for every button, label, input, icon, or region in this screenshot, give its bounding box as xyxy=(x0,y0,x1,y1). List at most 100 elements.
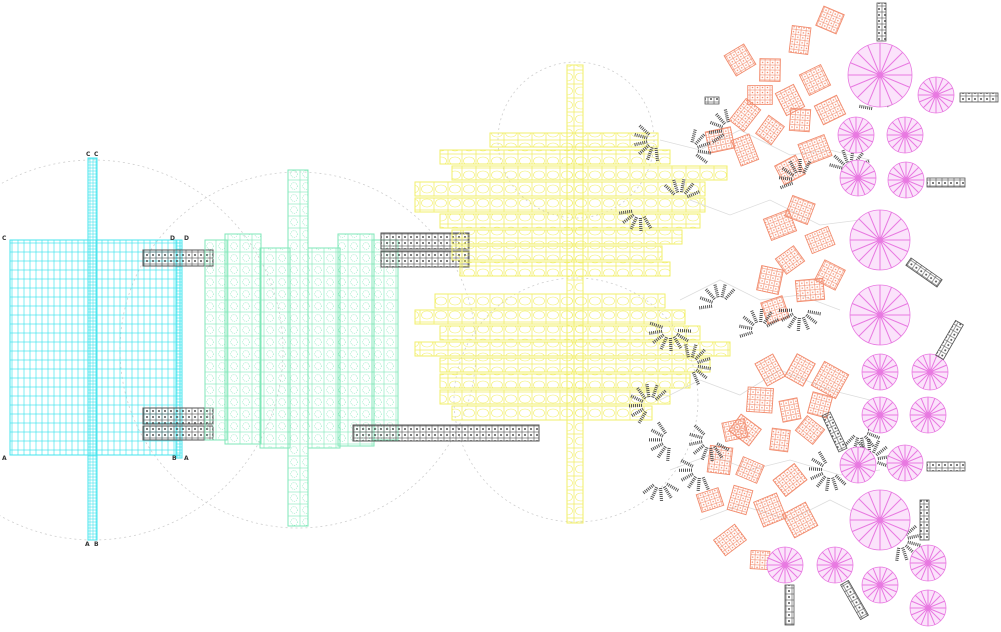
magenta-flower-spoke xyxy=(927,398,936,416)
magenta-flower-spoke xyxy=(914,401,929,416)
gray-fan-blade xyxy=(809,471,824,481)
gray-fan-blade xyxy=(692,443,705,456)
gray-fan-blade xyxy=(714,112,726,125)
gray-fan-blade xyxy=(637,410,648,425)
magenta-flower-spoke xyxy=(897,462,906,480)
yellow-row xyxy=(414,309,686,325)
gray-fan-blade xyxy=(697,149,712,155)
magenta-flower-spoke xyxy=(914,414,929,429)
magenta-flower-center xyxy=(925,605,931,611)
gray-fan-blade xyxy=(895,547,901,562)
magenta-flower-spoke xyxy=(842,134,857,149)
magenta-flower-center xyxy=(877,582,883,588)
magenta-flower-spoke xyxy=(872,371,881,389)
salmon-tile xyxy=(769,427,791,453)
yellow-row xyxy=(451,245,663,261)
magenta-flower-spoke xyxy=(929,355,938,373)
gray-ladder xyxy=(926,177,966,188)
label-a-mid: A xyxy=(184,455,189,462)
gray-ladders xyxy=(704,2,999,626)
gray-fan xyxy=(707,108,730,144)
gray-fan xyxy=(647,420,671,463)
gray-fan-blade xyxy=(810,457,824,468)
magenta-flower-spoke xyxy=(927,562,942,577)
salmon-tile xyxy=(778,397,802,423)
magenta-flower-spoke xyxy=(857,177,872,192)
gray-fan-blade xyxy=(618,209,633,215)
mint-section xyxy=(307,247,341,449)
magenta-flower-spoke xyxy=(879,414,888,432)
magenta-flower-spoke xyxy=(868,287,881,316)
gray-fan xyxy=(618,209,653,233)
magenta-flower-center xyxy=(877,369,883,375)
salmon-tile xyxy=(788,107,812,133)
magenta-flower-spoke xyxy=(848,118,857,136)
magenta-flower-spoke xyxy=(879,508,908,521)
magenta-flower-spoke xyxy=(879,355,888,373)
magenta-flower-spoke xyxy=(891,449,906,464)
mint-spine xyxy=(287,169,309,527)
magenta-flower-spoke xyxy=(879,371,894,386)
magenta-flower-spoke xyxy=(879,519,892,548)
gray-fan-blade xyxy=(654,147,660,163)
magenta-flower-spoke xyxy=(866,358,881,373)
gray-fan-blade xyxy=(707,129,723,135)
magenta-flower-spoke xyxy=(914,594,929,609)
label-d-top: D xyxy=(170,235,175,242)
magenta-flower-spoke xyxy=(850,464,859,482)
magenta-flower xyxy=(839,446,877,484)
gray-fan-blade xyxy=(866,431,881,440)
gray-fan-blade xyxy=(697,356,712,365)
gray-fan-blade xyxy=(627,403,643,408)
salmon-cluster xyxy=(695,5,850,571)
gray-fan-blade xyxy=(696,477,701,493)
magenta-flower xyxy=(909,544,947,582)
magenta-flower-spoke xyxy=(904,118,913,136)
magenta-flower xyxy=(887,161,925,199)
magenta-flower-spoke xyxy=(852,228,881,241)
magenta-flower-spoke xyxy=(898,163,907,181)
salmon-tile xyxy=(721,417,749,443)
gray-fan-blade xyxy=(656,420,667,435)
magenta-flower-spoke xyxy=(879,62,910,76)
magenta-flower-spoke xyxy=(929,371,944,386)
salmon-tile xyxy=(735,456,765,484)
magenta-flower-center xyxy=(877,312,883,318)
magenta-flower-spoke xyxy=(928,78,937,96)
gray-fan xyxy=(633,123,660,163)
magenta-flower-spoke xyxy=(920,414,929,432)
gray-ladder xyxy=(704,96,720,105)
magenta-flower-spoke xyxy=(904,462,913,480)
gray-fan-blade xyxy=(749,309,759,324)
gray-fan-blade xyxy=(796,317,801,333)
magenta-flower-spoke xyxy=(852,239,881,252)
magenta-flower-spoke xyxy=(866,571,881,586)
salmon-tile xyxy=(814,259,846,291)
yellow-row xyxy=(414,197,706,213)
gray-fan-blade xyxy=(849,148,855,163)
magenta-flower-spoke xyxy=(855,121,870,136)
magenta-flower xyxy=(766,546,804,584)
gray-fan-blade xyxy=(875,445,889,457)
gray-fan-blade xyxy=(698,295,714,304)
gray-fan-blade xyxy=(786,315,798,330)
magenta-flower-spoke xyxy=(821,564,836,579)
gray-ladder xyxy=(840,579,869,621)
magenta-flower-spoke xyxy=(892,179,907,194)
magenta-flower-spoke xyxy=(784,551,799,566)
magenta-flower-spoke xyxy=(927,401,942,416)
magenta-flower-spoke xyxy=(857,161,866,179)
magenta-flower-spoke xyxy=(905,166,920,181)
gray-fan-blade xyxy=(648,321,663,329)
yellow-row xyxy=(414,181,706,197)
cyan-spine xyxy=(87,157,98,541)
gray-fan-blade xyxy=(659,336,669,351)
magenta-flower-spoke xyxy=(879,314,908,327)
magenta-flower-spoke xyxy=(914,562,929,577)
gray-fan-blade xyxy=(679,472,694,483)
gray-fan-blade xyxy=(621,213,635,225)
gray-fan-blade xyxy=(738,330,753,339)
magenta-flower-spoke xyxy=(852,314,881,327)
salmon-tile xyxy=(695,487,725,513)
magenta-flower xyxy=(917,76,955,114)
